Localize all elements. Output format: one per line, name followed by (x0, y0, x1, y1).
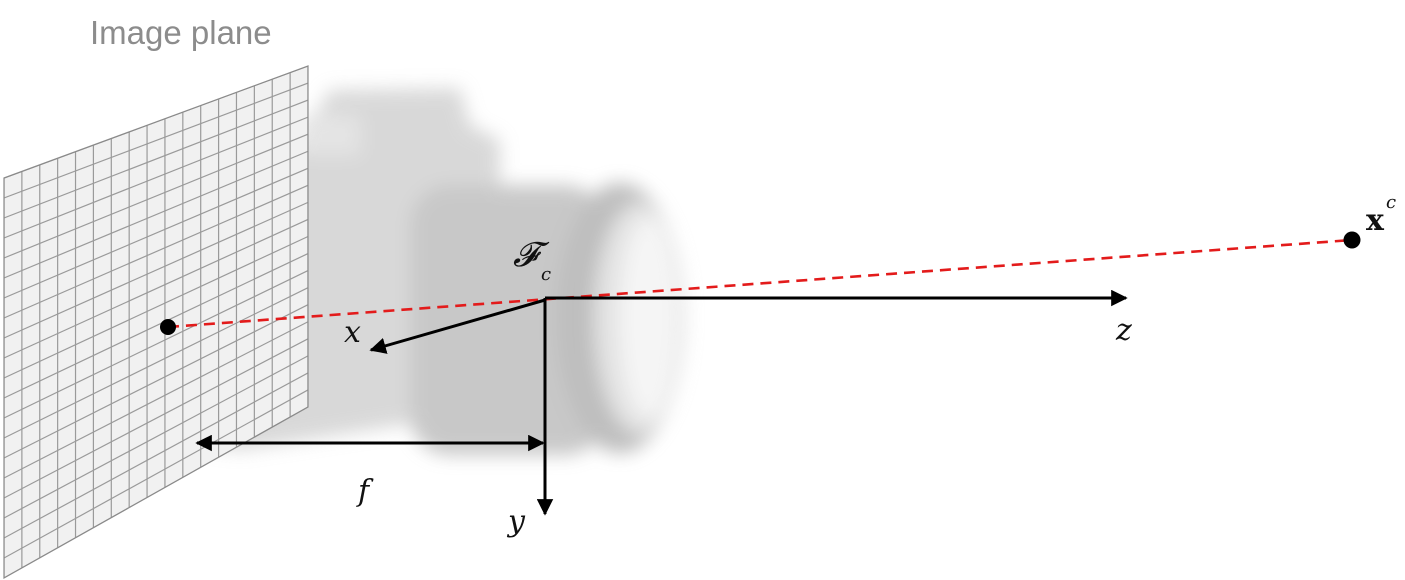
x-axis-arrow (369, 298, 546, 354)
grid-line-horizontal (4, 253, 308, 399)
grid-line-horizontal (4, 270, 308, 419)
image-point (160, 319, 176, 335)
grid-line-horizontal (4, 355, 308, 519)
grid-line-horizontal (4, 167, 308, 299)
camera-axes (369, 289, 1128, 516)
image-plane-label: Image plane (90, 14, 272, 51)
grid-line-horizontal (4, 235, 308, 379)
grid-line-horizontal (4, 82, 308, 199)
grid-line-horizontal (4, 321, 308, 479)
grid-line-horizontal (4, 150, 308, 279)
x-axis-label: x (344, 315, 361, 350)
focal-length-label: f (358, 474, 370, 509)
world-point-superscript: c (1386, 192, 1397, 213)
grid-line-horizontal (4, 184, 308, 319)
z-axis-label: z (1116, 313, 1132, 348)
camera-frame-subscript: c (541, 264, 552, 285)
grid-line-horizontal (4, 201, 308, 339)
y-axis-label: y (508, 504, 525, 539)
world-point (1343, 231, 1361, 249)
grid-line-horizontal (4, 218, 308, 359)
grid-line-horizontal (4, 99, 308, 219)
grid-line-horizontal (4, 338, 308, 499)
world-point-label: x (1366, 203, 1384, 238)
grid-line-horizontal (4, 389, 308, 559)
camera-frame-label: 𝓕 (513, 235, 539, 275)
image-plane (3, 65, 309, 580)
grid-line-horizontal (4, 287, 308, 439)
grid-line-horizontal (4, 133, 308, 259)
grid-line-horizontal (4, 304, 308, 459)
grid-line-horizontal (4, 372, 308, 539)
grid-line-horizontal (4, 116, 308, 239)
